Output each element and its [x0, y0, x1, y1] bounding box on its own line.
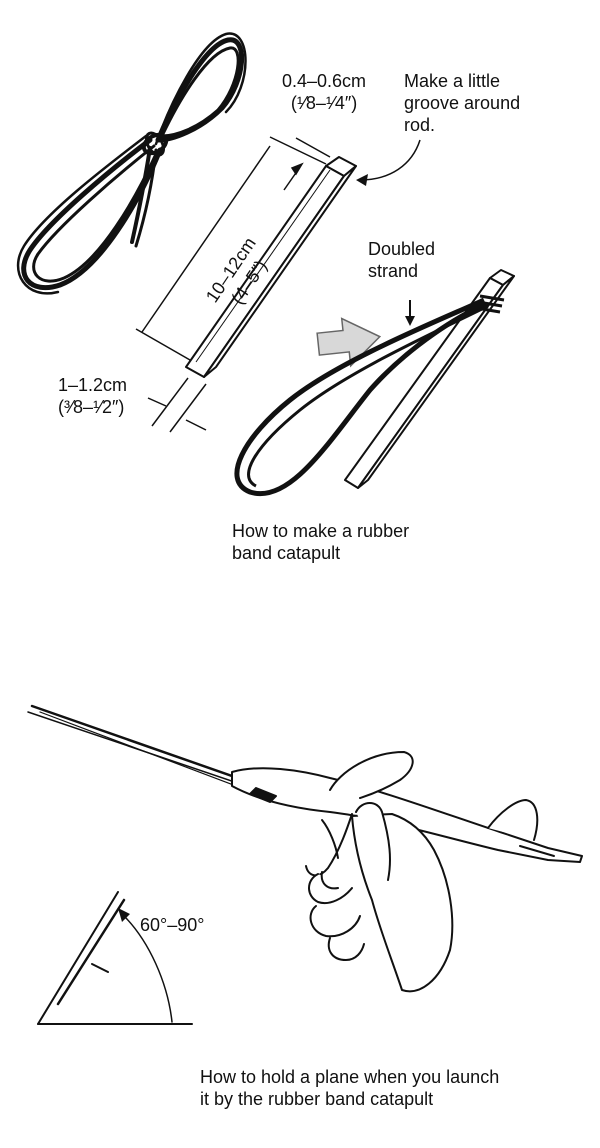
groove-note-line-2: groove around [404, 93, 521, 113]
doubled-strand-line-1: Doubled [368, 239, 436, 259]
width-label: 1–1.2cm (³⁄8–¹⁄2″) [58, 374, 127, 418]
gray-arrow [316, 317, 382, 368]
hand-launching-plane [27, 704, 583, 993]
width-imperial: (³⁄8–¹⁄2″) [58, 397, 125, 417]
catapult-caption-line-1: How to make a rubber [232, 521, 410, 541]
doubled-strand-line-2: strand [368, 261, 419, 281]
width-metric: 1–1.2cm [58, 375, 128, 395]
catapult-caption: How to make a rubber band catapult [232, 520, 409, 564]
thickness-imperial: (¹⁄8–¹⁄4″) [290, 93, 358, 113]
groove-arrowhead [356, 174, 368, 186]
doubled-strand-label: Doubled strand [368, 238, 435, 282]
launch-angle-diagram [37, 891, 193, 1025]
groove-note-line-1: Make a little [404, 71, 501, 91]
angle-label: 60°–90° [140, 915, 205, 935]
rod-dimension-lines [135, 136, 421, 433]
launch-caption: How to hold a plane when you launch it b… [200, 1066, 499, 1110]
groove-note-line-3: rod. [404, 115, 436, 135]
rod-with-strand [234, 269, 515, 497]
thickness-metric: 0.4–0.6cm [282, 71, 367, 91]
thickness-label: 0.4–0.6cm (¹⁄8–¹⁄4″) [282, 70, 366, 114]
catapult-caption-line-2: band catapult [232, 543, 341, 563]
plain-rod [185, 156, 357, 378]
launch-caption-line-1: How to hold a plane when you launch [200, 1067, 500, 1087]
launch-caption-line-2: it by the rubber band catapult [200, 1089, 434, 1109]
coiled-rubber-band [16, 32, 247, 295]
